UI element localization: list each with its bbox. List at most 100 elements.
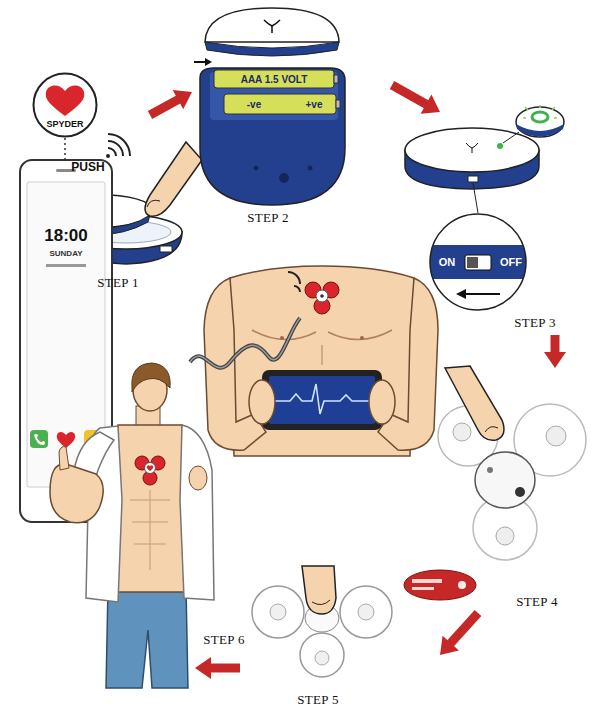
ecg-phone bbox=[272, 384, 372, 414]
step3-device bbox=[468, 176, 478, 182]
light-callout bbox=[503, 132, 519, 143]
pinching-hand bbox=[302, 566, 336, 614]
wireless-signal bbox=[288, 272, 300, 292]
step-panel: STEP 3 bbox=[392, 112, 567, 335]
polarity-label: +ve bbox=[306, 99, 323, 110]
ecg-phone bbox=[262, 370, 382, 430]
step2-base bbox=[200, 68, 345, 205]
chest-figure bbox=[204, 266, 438, 456]
bubble-outline bbox=[34, 74, 97, 137]
step-arrow bbox=[392, 85, 440, 114]
step5-electrodes bbox=[358, 604, 374, 620]
wireless-signal bbox=[288, 272, 300, 292]
light-callout bbox=[516, 124, 564, 137]
man-figure bbox=[132, 363, 170, 392]
light-callout bbox=[523, 105, 557, 118]
step2-lid bbox=[205, 42, 339, 56]
backing-liner bbox=[412, 587, 434, 590]
step4-electrodes bbox=[487, 467, 493, 473]
pinching-hand bbox=[312, 600, 330, 605]
switch-callout bbox=[465, 255, 491, 270]
switch-callout bbox=[428, 245, 528, 279]
step-arrow-shaft bbox=[208, 664, 240, 673]
battery-insert-arrow bbox=[194, 61, 206, 63]
step1-device bbox=[160, 246, 172, 252]
step5-electrodes bbox=[270, 604, 286, 620]
step-panel: STEP 2 bbox=[192, 8, 392, 230]
step-caption: STEP 4 bbox=[516, 595, 557, 609]
ecg-phone bbox=[249, 380, 275, 424]
man-figure bbox=[106, 588, 188, 688]
step-arrow-head bbox=[173, 90, 192, 109]
chest-sensor bbox=[316, 290, 328, 302]
step-arrow bbox=[440, 613, 478, 655]
peeling-hand bbox=[445, 366, 504, 440]
switch-callout bbox=[428, 183, 528, 310]
app-name: SPYDER bbox=[46, 120, 83, 130]
step4-electrodes bbox=[515, 487, 525, 497]
step-arrow-head bbox=[421, 95, 440, 114]
step4-electrodes bbox=[438, 404, 586, 560]
man-figure bbox=[180, 425, 214, 600]
step4-electrodes bbox=[475, 452, 535, 508]
backing-liner bbox=[412, 579, 442, 583]
battery bbox=[224, 94, 336, 114]
chest-figure bbox=[280, 336, 284, 340]
phone-signal bbox=[106, 134, 130, 158]
step-arrow-head bbox=[544, 352, 566, 368]
step2-base bbox=[279, 173, 289, 183]
step5-electrodes bbox=[340, 586, 392, 638]
step-arrow bbox=[195, 657, 240, 679]
step-caption: STEP 6 bbox=[203, 633, 244, 647]
app-bubble: SPYDER bbox=[32, 72, 98, 138]
battery bbox=[214, 70, 340, 114]
battery bbox=[214, 70, 334, 88]
chest-sensor bbox=[320, 294, 324, 298]
dotted-link bbox=[65, 138, 66, 160]
step3-device bbox=[466, 143, 478, 153]
smartphone bbox=[57, 432, 75, 448]
step-panel: STEP 5 bbox=[240, 565, 440, 712]
switch-callout bbox=[473, 183, 478, 213]
switch-callout bbox=[456, 289, 466, 299]
smartphone bbox=[46, 264, 86, 267]
heart-icon bbox=[46, 85, 85, 116]
smartphone bbox=[34, 434, 45, 445]
switch-callout bbox=[428, 245, 528, 279]
step-caption: STEP 5 bbox=[297, 693, 338, 707]
ecg-phone bbox=[269, 376, 375, 424]
chest-figure bbox=[322, 345, 323, 365]
step-arrow-shaft bbox=[392, 85, 429, 106]
man-figure bbox=[59, 447, 69, 470]
chest-figure bbox=[360, 336, 364, 340]
dotted-link-shaft bbox=[64, 138, 66, 160]
pressing-finger bbox=[147, 200, 160, 207]
step5-electrodes bbox=[315, 651, 329, 665]
man-figure bbox=[50, 464, 103, 523]
step-arrow-shaft bbox=[150, 98, 181, 115]
switch-callout bbox=[430, 214, 526, 310]
step5-electrodes bbox=[300, 633, 344, 677]
switch-callout bbox=[430, 214, 526, 310]
switch-callout bbox=[464, 293, 500, 295]
phone-signal bbox=[108, 134, 130, 156]
step3-device bbox=[497, 143, 503, 149]
battery bbox=[334, 75, 338, 83]
step-panel: STEP 1 bbox=[30, 115, 205, 295]
step3-device bbox=[405, 128, 539, 172]
cable bbox=[190, 318, 300, 368]
peeling-hand bbox=[445, 366, 504, 440]
step-caption: STEP 1 bbox=[97, 276, 138, 290]
switch-callout bbox=[467, 257, 478, 268]
step-panel: STEP 6 bbox=[12, 160, 195, 688]
chest-figure bbox=[378, 278, 438, 450]
smartphone bbox=[30, 430, 48, 448]
cable bbox=[190, 318, 300, 368]
light-callout bbox=[516, 107, 564, 137]
light-callout bbox=[532, 112, 548, 122]
man-figure bbox=[147, 465, 154, 471]
battery-label: AAA 1.5 VOLT bbox=[241, 74, 308, 85]
weekday: SUNDAY bbox=[49, 250, 82, 259]
